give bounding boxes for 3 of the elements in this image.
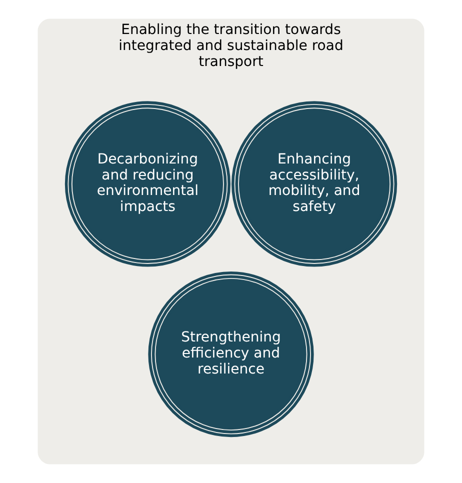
node-circle: Enhancing accessibility, mobility, and safety bbox=[231, 101, 398, 267]
node-circle: Decarbonizing and reducing environmental impacts bbox=[64, 101, 231, 267]
node-circle: Strengthening efficiency and resilience bbox=[148, 271, 314, 438]
